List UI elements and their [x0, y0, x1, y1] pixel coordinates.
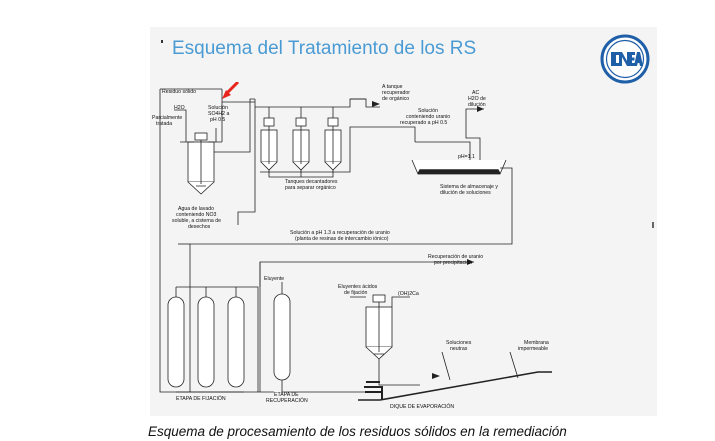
label-eluyentes-2: de fijación	[344, 290, 367, 296]
label-sol-uranio-3: recuperado a pH 0.5	[400, 120, 447, 126]
label-almacen-2: dilución de soluciones	[440, 190, 491, 196]
label-membrana-1: Membrana	[524, 340, 549, 346]
label-decant-1: Tanques decantadores	[285, 179, 338, 185]
label-so4h2: SO4H2 a	[208, 111, 229, 117]
label-soluciones-2: neutras	[450, 346, 468, 352]
label-recup-1: Recuperación de uranio	[428, 254, 483, 260]
label-h2o: H2O	[174, 105, 185, 111]
label-etapa-recuperacion-1: ETAPA DE	[274, 392, 299, 398]
label-agua-1: Agua de lavado	[178, 206, 214, 212]
label-eluyentes-1: Eluyentes ácidos	[338, 284, 378, 290]
label-decant-2: para separar orgánico	[285, 185, 336, 191]
label-h2o-dilucion: H2O de	[468, 96, 486, 102]
label-ac: AC	[472, 90, 479, 96]
label-agua-3: soluble, a cisterna de	[172, 218, 221, 224]
fixation-column-3	[227, 296, 245, 388]
label-dilucion: dilución	[468, 102, 486, 108]
label-etapa-recuperacion-2: RECUPERACIÓN	[266, 397, 308, 404]
label-tanque-1: A tanque	[382, 84, 403, 90]
label-sol-uranio-2: conteniendo uranio	[406, 114, 450, 120]
label-tanque-3: de orgánico	[382, 96, 409, 102]
fixation-column-2	[197, 296, 215, 388]
edge-mark	[652, 222, 654, 228]
label-tanque-2: recuperador	[382, 90, 410, 96]
recovery-column	[273, 293, 291, 381]
label-dique: DIQUE DE EVAPORACIÓN	[390, 403, 454, 410]
label-agua-4: desechos	[188, 224, 211, 230]
label-residuo-solido: Residuo sólido	[162, 89, 196, 95]
slide-title: Esquema del Tratamiento de los RS	[172, 38, 477, 59]
bullet-mark	[161, 40, 163, 43]
label-agua-2: conteniendo NO3	[176, 212, 216, 218]
label-sol-uranio-1: Solución	[418, 108, 438, 114]
label-soluciones-1: Soluciones	[446, 340, 472, 346]
label-membrana-2: impermeable	[518, 346, 548, 352]
label-solucion: Solución	[208, 105, 228, 111]
fixation-column-1	[167, 296, 185, 388]
label-ph13-1: Solución a pH 1.3 a recuperación de uran…	[290, 230, 390, 236]
label-oh2ca: (OH)2Ca	[398, 291, 419, 297]
label-ph05: pH 0.5	[210, 117, 225, 123]
label-etapa-fijacion: ETAPA DE FIJACIÓN	[176, 395, 226, 402]
label-eluyente: Eluyente	[264, 276, 284, 282]
label-almacen-1: Sistema de almacenaje y	[440, 184, 498, 190]
label-ph13-2: (planta de resinas de intercambio iónico…	[295, 236, 389, 242]
slide-caption: Esquema de procesamiento de los residuos…	[148, 424, 567, 439]
label-ph11: pH=1.1	[458, 154, 475, 160]
evaporation-dike	[358, 371, 552, 401]
label-recup-2: por precipitación	[434, 260, 472, 266]
cnea-logo	[600, 34, 650, 84]
label-parcialmente: Parcialmente	[152, 115, 182, 121]
process-diagram: Residuo sólido H2O Parcialmente tratada …	[152, 82, 552, 410]
label-tratada: tratada	[156, 121, 172, 127]
